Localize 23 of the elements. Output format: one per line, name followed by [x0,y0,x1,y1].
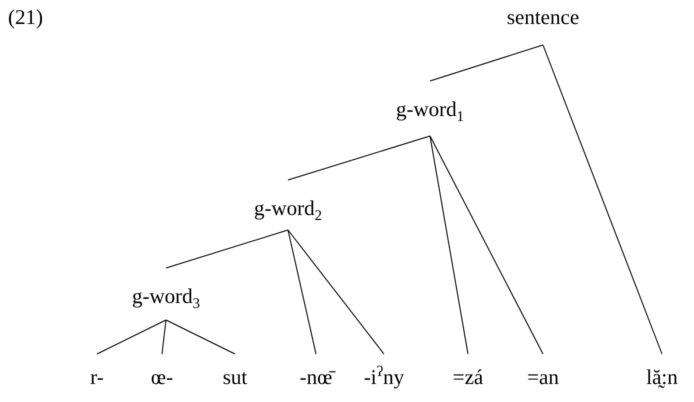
tree-branch [288,230,316,354]
tree-branch [430,136,468,354]
node-label: =zá [452,365,484,389]
example-number: (21) [8,5,43,29]
node-label: œ- [150,365,174,389]
node-label: =an [527,365,559,389]
node-label: lă̰:n [646,365,678,389]
node-label: sentence [506,5,580,29]
tree-branch [96,320,166,354]
node-label: r- [90,365,104,389]
tree-branch [288,230,384,354]
tree-branch [542,44,662,354]
node-label: g-word$_{2}$ [254,196,322,220]
tree-branch [430,44,544,82]
node-label: -i$^{ʔ}$ny [364,365,404,389]
node-label: g-word$_{3}$ [132,284,200,308]
tree-branch [162,320,166,354]
tree-branch [166,320,236,354]
tree-branch [166,230,288,268]
node-label: g-word$_{1}$ [396,97,464,121]
tree-branch [288,136,430,180]
tree-branch [430,136,544,354]
node-label: sut [222,365,248,389]
